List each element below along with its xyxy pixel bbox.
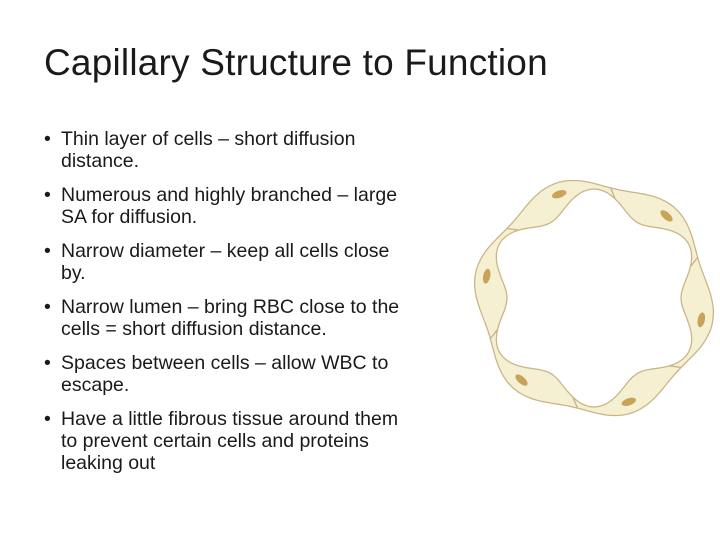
cell-nucleus <box>621 397 637 406</box>
bullet-dot: • <box>44 128 51 150</box>
bullet-item: • Have a little fibrous tissue around th… <box>44 408 414 474</box>
bullet-item: • Narrow diameter – keep all cells close… <box>44 240 414 284</box>
bullet-list: • Thin layer of cells – short diffusion … <box>44 128 414 486</box>
bullet-text: Narrow diameter – keep all cells close b… <box>61 240 390 284</box>
endothelial-cell <box>609 187 699 268</box>
bullet-text: Have a little fibrous tissue around them… <box>61 408 399 474</box>
bullet-text: Narrow lumen – bring RBC close to the ce… <box>61 296 400 340</box>
endothelial-cell <box>489 328 579 409</box>
cell-nuclei <box>482 190 706 406</box>
bullet-text: Numerous and highly branched – large SA … <box>61 184 398 228</box>
bullet-item: • Narrow lumen – bring RBC close to the … <box>44 296 414 340</box>
cell-nucleus <box>697 312 706 328</box>
endothelial-cell <box>474 227 520 340</box>
bullet-dot: • <box>44 240 51 262</box>
endothelial-cell <box>506 180 616 231</box>
cell-nucleus <box>515 374 528 386</box>
bullet-item: • Spaces between cells – allow WBC to es… <box>44 352 414 396</box>
endothelial-cell <box>668 256 714 369</box>
endothelial-cell <box>572 365 682 417</box>
bullet-text: Thin layer of cells – short diffusion di… <box>61 128 356 172</box>
cell-nucleus <box>482 268 491 284</box>
bullet-item: • Thin layer of cells – short diffusion … <box>44 128 414 172</box>
bullet-dot: • <box>44 408 51 430</box>
bullet-dot: • <box>44 296 51 318</box>
bullet-dot: • <box>44 352 51 374</box>
slide-title: Capillary Structure to Function <box>44 42 548 83</box>
cell-nucleus <box>551 190 567 199</box>
endothelial-cells <box>474 180 714 417</box>
bullet-dot: • <box>44 184 51 206</box>
cell-nucleus <box>660 210 673 222</box>
capillary-cross-section-icon <box>474 180 714 417</box>
bullet-text: Spaces between cells – allow WBC to esca… <box>61 352 389 396</box>
bullet-item: • Numerous and highly branched – large S… <box>44 184 414 228</box>
